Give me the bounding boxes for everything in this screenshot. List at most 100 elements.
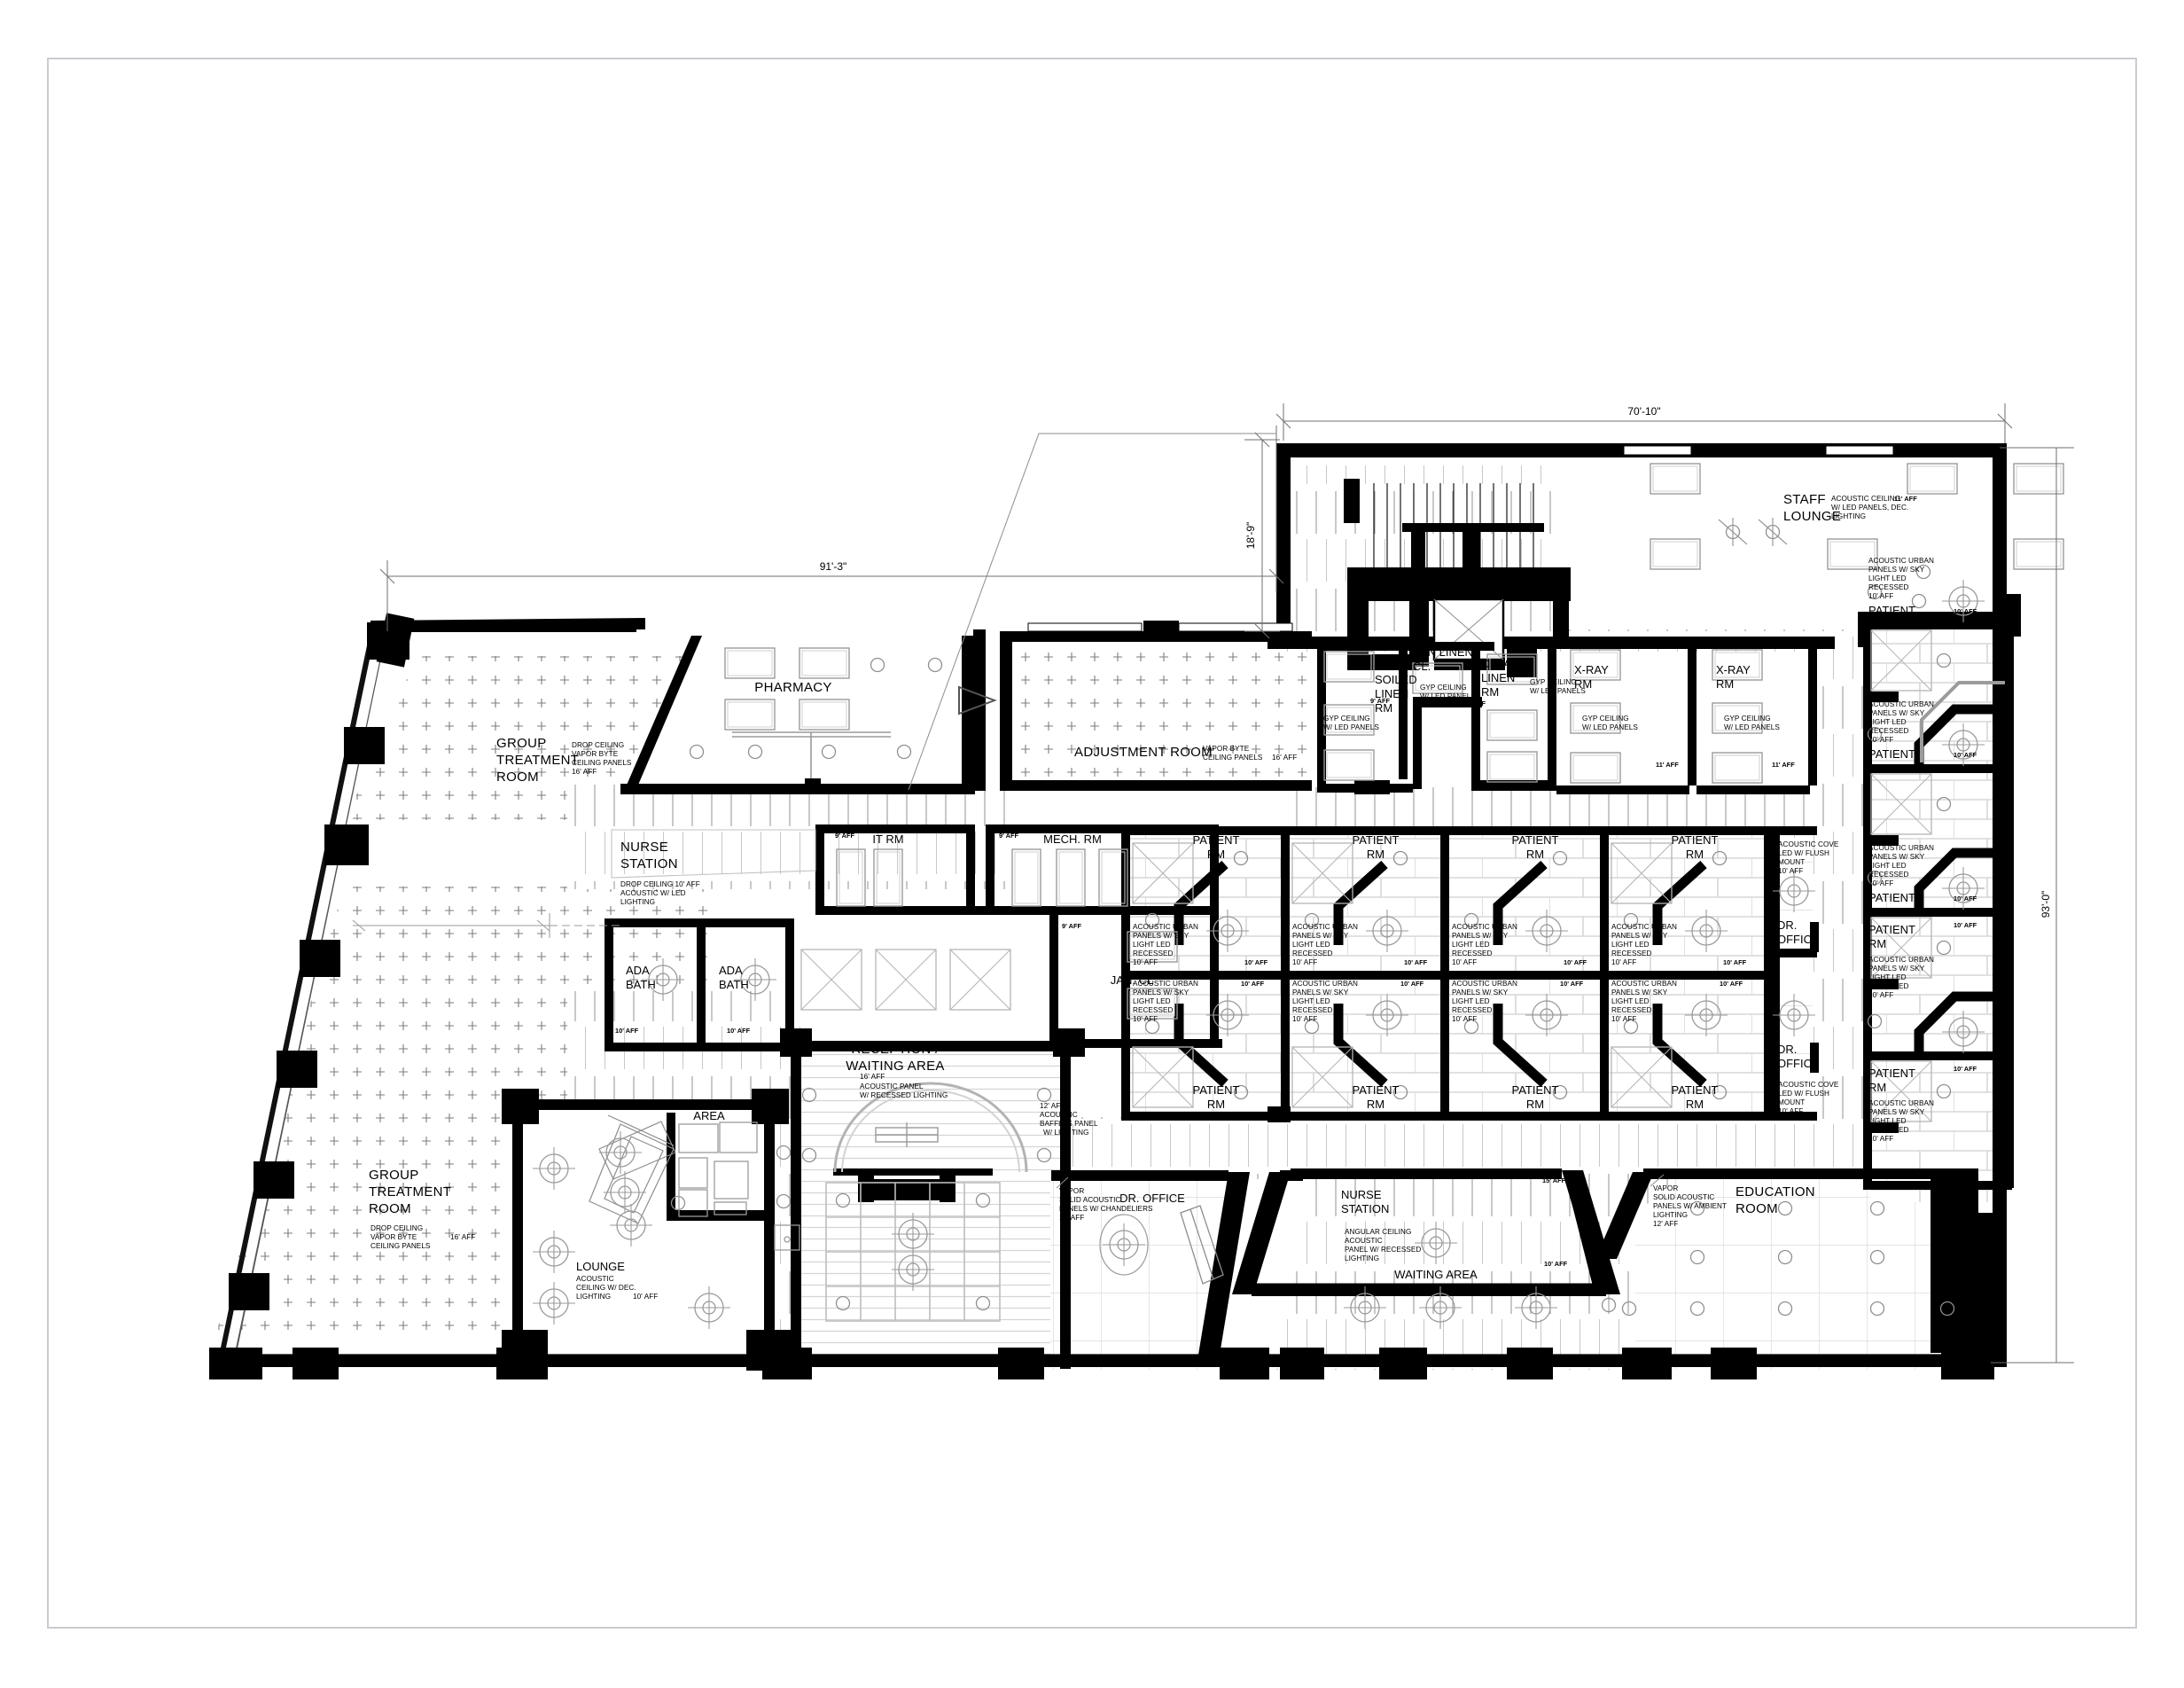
svg-text:NURSE: NURSE: [620, 840, 668, 855]
label-waiting-area: WAITING AREA: [1394, 1268, 1478, 1281]
svg-text:PANELS W/ CHANDELIERS: PANELS W/ CHANDELIERS: [1059, 1205, 1153, 1213]
svg-text:RECESSED: RECESSED: [1611, 950, 1651, 957]
svg-text:PATIENT: PATIENT: [1672, 833, 1719, 847]
svg-text:BATH: BATH: [719, 978, 749, 991]
svg-text:RECESSED: RECESSED: [1868, 583, 1908, 591]
svg-text:LIGHT LED: LIGHT LED: [1868, 862, 1907, 870]
svg-text:X-RAY: X-RAY: [1716, 663, 1751, 676]
svg-text:LIGHTING: LIGHTING: [1345, 1254, 1379, 1262]
svg-text:10' AFF: 10' AFF: [1778, 1107, 1803, 1115]
svg-text:LIGHT LED: LIGHT LED: [1868, 1117, 1907, 1125]
svg-text:ACOUSTIC URBAN: ACOUSTIC URBAN: [1133, 923, 1198, 931]
label-soiled-linen-rm: SOILED LINEN RM GYP CEILING W/ LED PANEL…: [1323, 673, 1417, 731]
svg-text:LIGHT LED: LIGHT LED: [1292, 997, 1330, 1005]
svg-text:W/ LED PANELS: W/ LED PANELS: [1420, 692, 1476, 700]
label-adjustment-room: ADJUSTMENT ROOM VAPOR BYTE CEILING PANEL…: [1074, 745, 1297, 762]
svg-text:OFFICE: OFFICE: [1777, 933, 1820, 946]
svg-text:RM: RM: [1526, 848, 1544, 861]
svg-text:16' AFF: 16' AFF: [450, 1233, 475, 1241]
svg-text:10' AFF: 10' AFF: [1954, 607, 1977, 615]
patient-room-label: 10' AFF ACOUSTIC URBAN PANELS W/ SKY LIG…: [1611, 980, 1743, 1111]
svg-text:RECESSED: RECESSED: [1133, 950, 1173, 957]
svg-text:ACOUSTIC COVE: ACOUSTIC COVE: [1778, 1081, 1839, 1089]
svg-text:LIGHTING: LIGHTING: [1831, 512, 1866, 520]
svg-text:LIGHT LED: LIGHT LED: [1868, 718, 1907, 726]
svg-text:PANELS W/ SKY: PANELS W/ SKY: [1611, 989, 1668, 996]
patient-room-label: ACOUSTIC URBAN PANELS W/ SKY LIGHT LED R…: [1868, 844, 1977, 918]
svg-text:PATIENT: PATIENT: [1868, 891, 1915, 904]
svg-text:PATIENT: PATIENT: [1868, 1067, 1915, 1080]
svg-text:LIGHT LED: LIGHT LED: [1452, 941, 1490, 949]
svg-text:ACOUSTIC W/ LED: ACOUSTIC W/ LED: [620, 889, 686, 897]
hatch-group-treatment-upper: [346, 656, 687, 820]
label-x-ray-rm-2: X-RAY RM GYP CEILING W/ LED PANELS 11' A…: [1716, 663, 1795, 769]
svg-text:CEILING PANELS: CEILING PANELS: [1203, 754, 1263, 762]
svg-text:ACOUSTIC URBAN: ACOUSTIC URBAN: [1611, 980, 1677, 988]
svg-text:LIGHTING: LIGHTING: [576, 1293, 611, 1301]
office-furniture: [1180, 1205, 1224, 1285]
svg-text:LIGHT LED: LIGHT LED: [1292, 941, 1330, 949]
patient-rooms-center: [1127, 833, 1764, 1117]
svg-text:SOILED: SOILED: [1375, 673, 1417, 686]
svg-text:VAPOR BYTE: VAPOR BYTE: [572, 750, 619, 758]
dimension-18-9: 18'-9": [1244, 522, 1257, 550]
label-group-treatment-room-upper: GROUP TREATMENT ROOM DROP CEILING VAPOR …: [496, 736, 632, 785]
svg-text:ACOUSTIC URBAN: ACOUSTIC URBAN: [1452, 980, 1517, 988]
label-nurse-station-lower: NURSE STATION ANGULAR CEILING ACOUSTIC P…: [1341, 1176, 1568, 1268]
svg-text:LOUNGE: LOUNGE: [576, 1260, 625, 1273]
hatch-lounge: [519, 1104, 768, 1365]
svg-text:STATION: STATION: [620, 856, 678, 871]
svg-text:10' AFF: 10' AFF: [1241, 980, 1265, 988]
label-refresh-area: REFRESH. AREA: [680, 1098, 738, 1122]
svg-text:9' AFF: 9' AFF: [999, 832, 1018, 840]
svg-text:GYP CEILING: GYP CEILING: [1724, 715, 1771, 723]
svg-text:PATIENT: PATIENT: [1193, 1083, 1240, 1097]
label-corridor-baffle-note: 12' AFF ACOUSTIC BAFFLES PANEL W/ LIGHTI…: [1040, 1102, 1098, 1137]
patient-room-label: 10' AFF ACOUSTIC URBAN PANELS W/ SKY LIG…: [1292, 980, 1424, 1111]
svg-text:RECEPTION /: RECEPTION /: [851, 1042, 940, 1057]
svg-text:10' AFF: 10' AFF: [1954, 895, 1977, 903]
svg-text:10' AFF: 10' AFF: [1954, 1065, 1977, 1073]
svg-text:RM: RM: [1367, 1098, 1384, 1111]
patient-room-label: 10' AFF ACOUSTIC URBAN PANELS W/ SKY LIG…: [1133, 980, 1265, 1111]
svg-text:LIGHT LED: LIGHT LED: [1868, 574, 1907, 582]
svg-text:MECH. RM: MECH. RM: [1043, 832, 1102, 846]
label-mech-rm: MECH. RM 9' AFF: [999, 832, 1102, 846]
svg-text:W/ LIGHTING: W/ LIGHTING: [1043, 1129, 1089, 1137]
svg-text:RECESSED: RECESSED: [1868, 871, 1908, 879]
svg-text:RECESSED: RECESSED: [1452, 950, 1492, 957]
svg-text:PANELS W/ SKY: PANELS W/ SKY: [1292, 932, 1349, 940]
label-lounge: LOUNGE ACOUSTIC CEILING W/ DEC. LIGHTING…: [576, 1260, 658, 1301]
svg-text:PANELS W/ SKY: PANELS W/ SKY: [1452, 932, 1509, 940]
svg-text:RECESSED: RECESSED: [1133, 1006, 1173, 1014]
plan-text-labels: 70'-10" 91'-3" 18'-9" 93'-0" GROUP TREAT…: [369, 405, 2052, 1301]
svg-text:10' AFF: 10' AFF: [615, 1027, 639, 1035]
label-jan-cl: JAN. CL 9' AFF: [1062, 922, 1153, 987]
svg-text:ACOUSTIC URBAN: ACOUSTIC URBAN: [1868, 844, 1934, 852]
svg-text:10' AFF: 10' AFF: [1868, 736, 1893, 744]
svg-text:BAFFLES PANEL: BAFFLES PANEL: [1040, 1120, 1098, 1128]
walls: [209, 443, 2021, 1379]
wall-pharmacy-east: [962, 636, 975, 789]
svg-text:PATIENT: PATIENT: [1353, 1083, 1400, 1097]
walls-dr-office-right: [1771, 826, 1819, 1121]
svg-text:RM: RM: [1868, 937, 1886, 950]
svg-text:12' AFF: 12' AFF: [1040, 1102, 1065, 1110]
svg-text:10' AFF: 10' AFF: [1868, 991, 1893, 999]
svg-text:PANELS W/ SKY: PANELS W/ SKY: [1611, 932, 1668, 940]
svg-text:12' AFF: 12' AFF: [1653, 1220, 1678, 1228]
svg-text:11' AFF: 11' AFF: [1656, 761, 1679, 769]
svg-text:LED W/ FLUSH: LED W/ FLUSH: [1778, 849, 1829, 857]
svg-text:ACOUSTIC URBAN: ACOUSTIC URBAN: [1611, 923, 1677, 931]
svg-text:IT RM: IT RM: [872, 832, 903, 846]
patient-room-label: PATIENT RM ACOUSTIC URBAN PANELS W/ SKY …: [1611, 833, 1747, 966]
exam-alcove-walls: [1174, 860, 1707, 1088]
svg-text:10' AFF: 10' AFF: [1720, 980, 1743, 988]
svg-text:10' AFF: 10' AFF: [1292, 1015, 1317, 1023]
fixtures-staff-lounge: [1650, 463, 2064, 609]
label-cln-linen-cl: CLN LINEN CL. GYP CEILING W/ LED PANELS …: [1413, 645, 1476, 707]
hatch-adjustment-room: [1010, 637, 1312, 783]
svg-text:16' AFF: 16' AFF: [1272, 754, 1297, 762]
svg-text:10' AFF: 10' AFF: [1954, 751, 1977, 759]
svg-text:ACOUSTIC: ACOUSTIC: [1040, 1111, 1078, 1119]
